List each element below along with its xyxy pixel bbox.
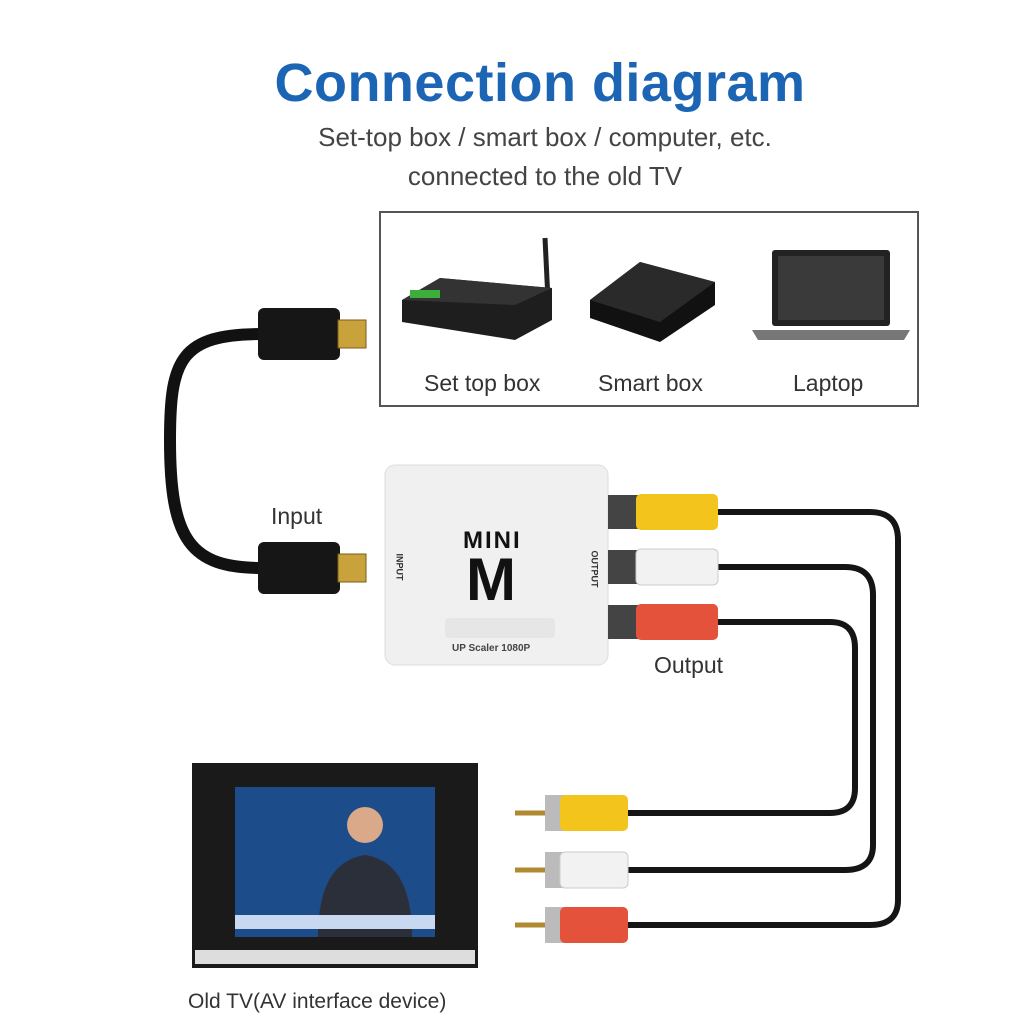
tv-rca-plugs: [515, 795, 629, 943]
hdmi-plug-top: [258, 308, 340, 360]
label-output: Output: [654, 652, 724, 678]
av-cables: [625, 509, 901, 928]
device-brand: MINI: [463, 527, 522, 554]
label-laptop: Laptop: [793, 370, 864, 396]
hdmi-plug-bottom: [258, 542, 340, 594]
device-logo: M: [466, 546, 516, 613]
device-output-port-label: OUTPUT: [589, 550, 600, 588]
output-rca-plugs: [608, 494, 719, 640]
label-set-top-box: Set top box: [424, 370, 541, 396]
smart-box-image: [590, 262, 715, 342]
tv-caption: Old TV(AV interface device): [188, 990, 447, 1013]
hdmi-cable: [163, 328, 263, 574]
device-model: UP Scaler 1080P: [452, 643, 531, 654]
label-smart-box: Smart box: [598, 370, 703, 396]
subtitle-line-2: connected to the old TV: [407, 161, 683, 191]
subtitle-line-1: Set-top box / smart box / computer, etc.: [318, 122, 772, 152]
diagram-title: Connection diagram: [274, 53, 806, 113]
laptop-image: [752, 250, 910, 340]
device-input-port-label: INPUT: [394, 553, 405, 581]
set-top-box-image: [402, 237, 552, 340]
old-tv-image: [192, 763, 478, 968]
label-input: Input: [271, 503, 323, 529]
